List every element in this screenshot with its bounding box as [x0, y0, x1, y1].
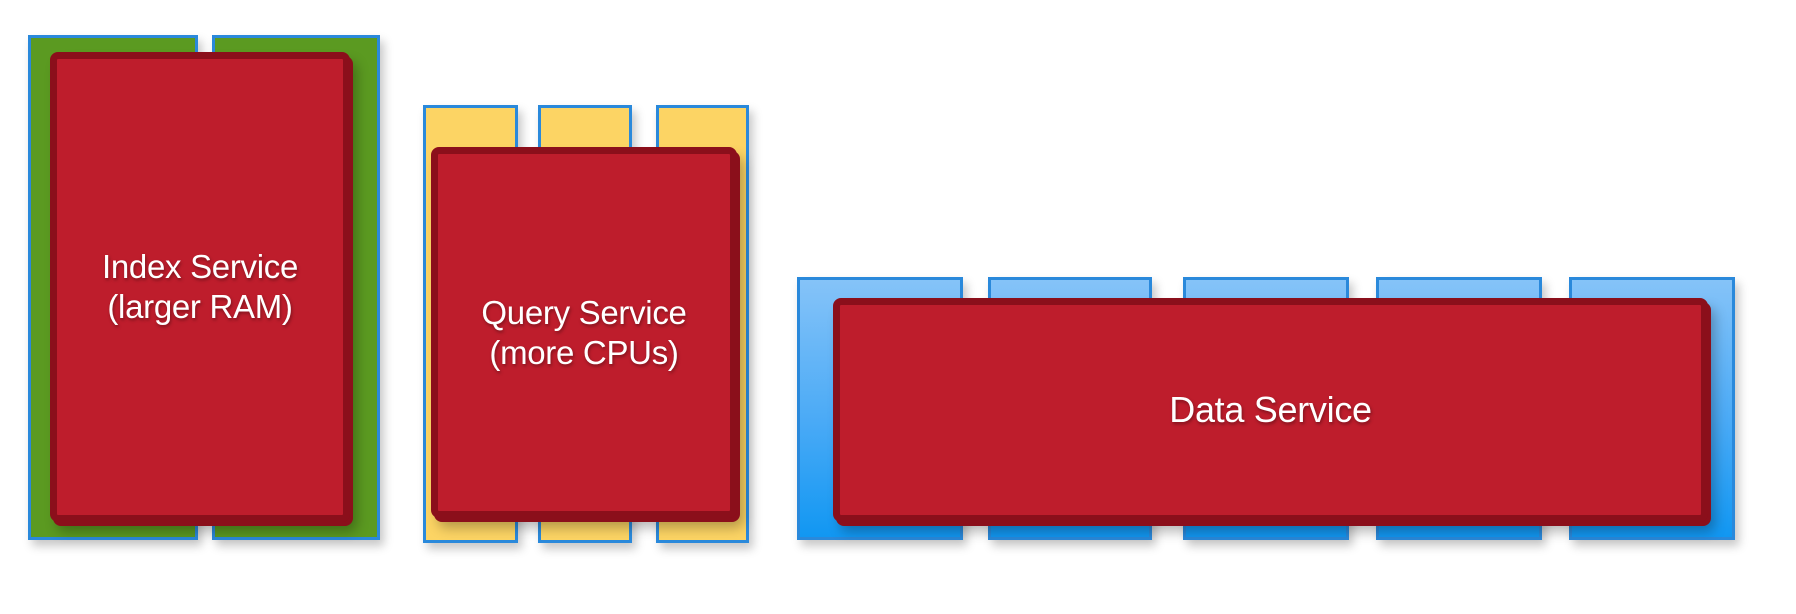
query-service-label: Query Service (more CPUs) [481, 293, 687, 371]
query-service-box: Query Service (more CPUs) [431, 147, 737, 518]
index-service-box: Index Service (larger RAM) [50, 52, 350, 522]
index-service-label: Index Service (larger RAM) [101, 248, 299, 325]
data-service-label: Data Service [1169, 389, 1372, 430]
data-service-box: Data Service [833, 298, 1708, 522]
